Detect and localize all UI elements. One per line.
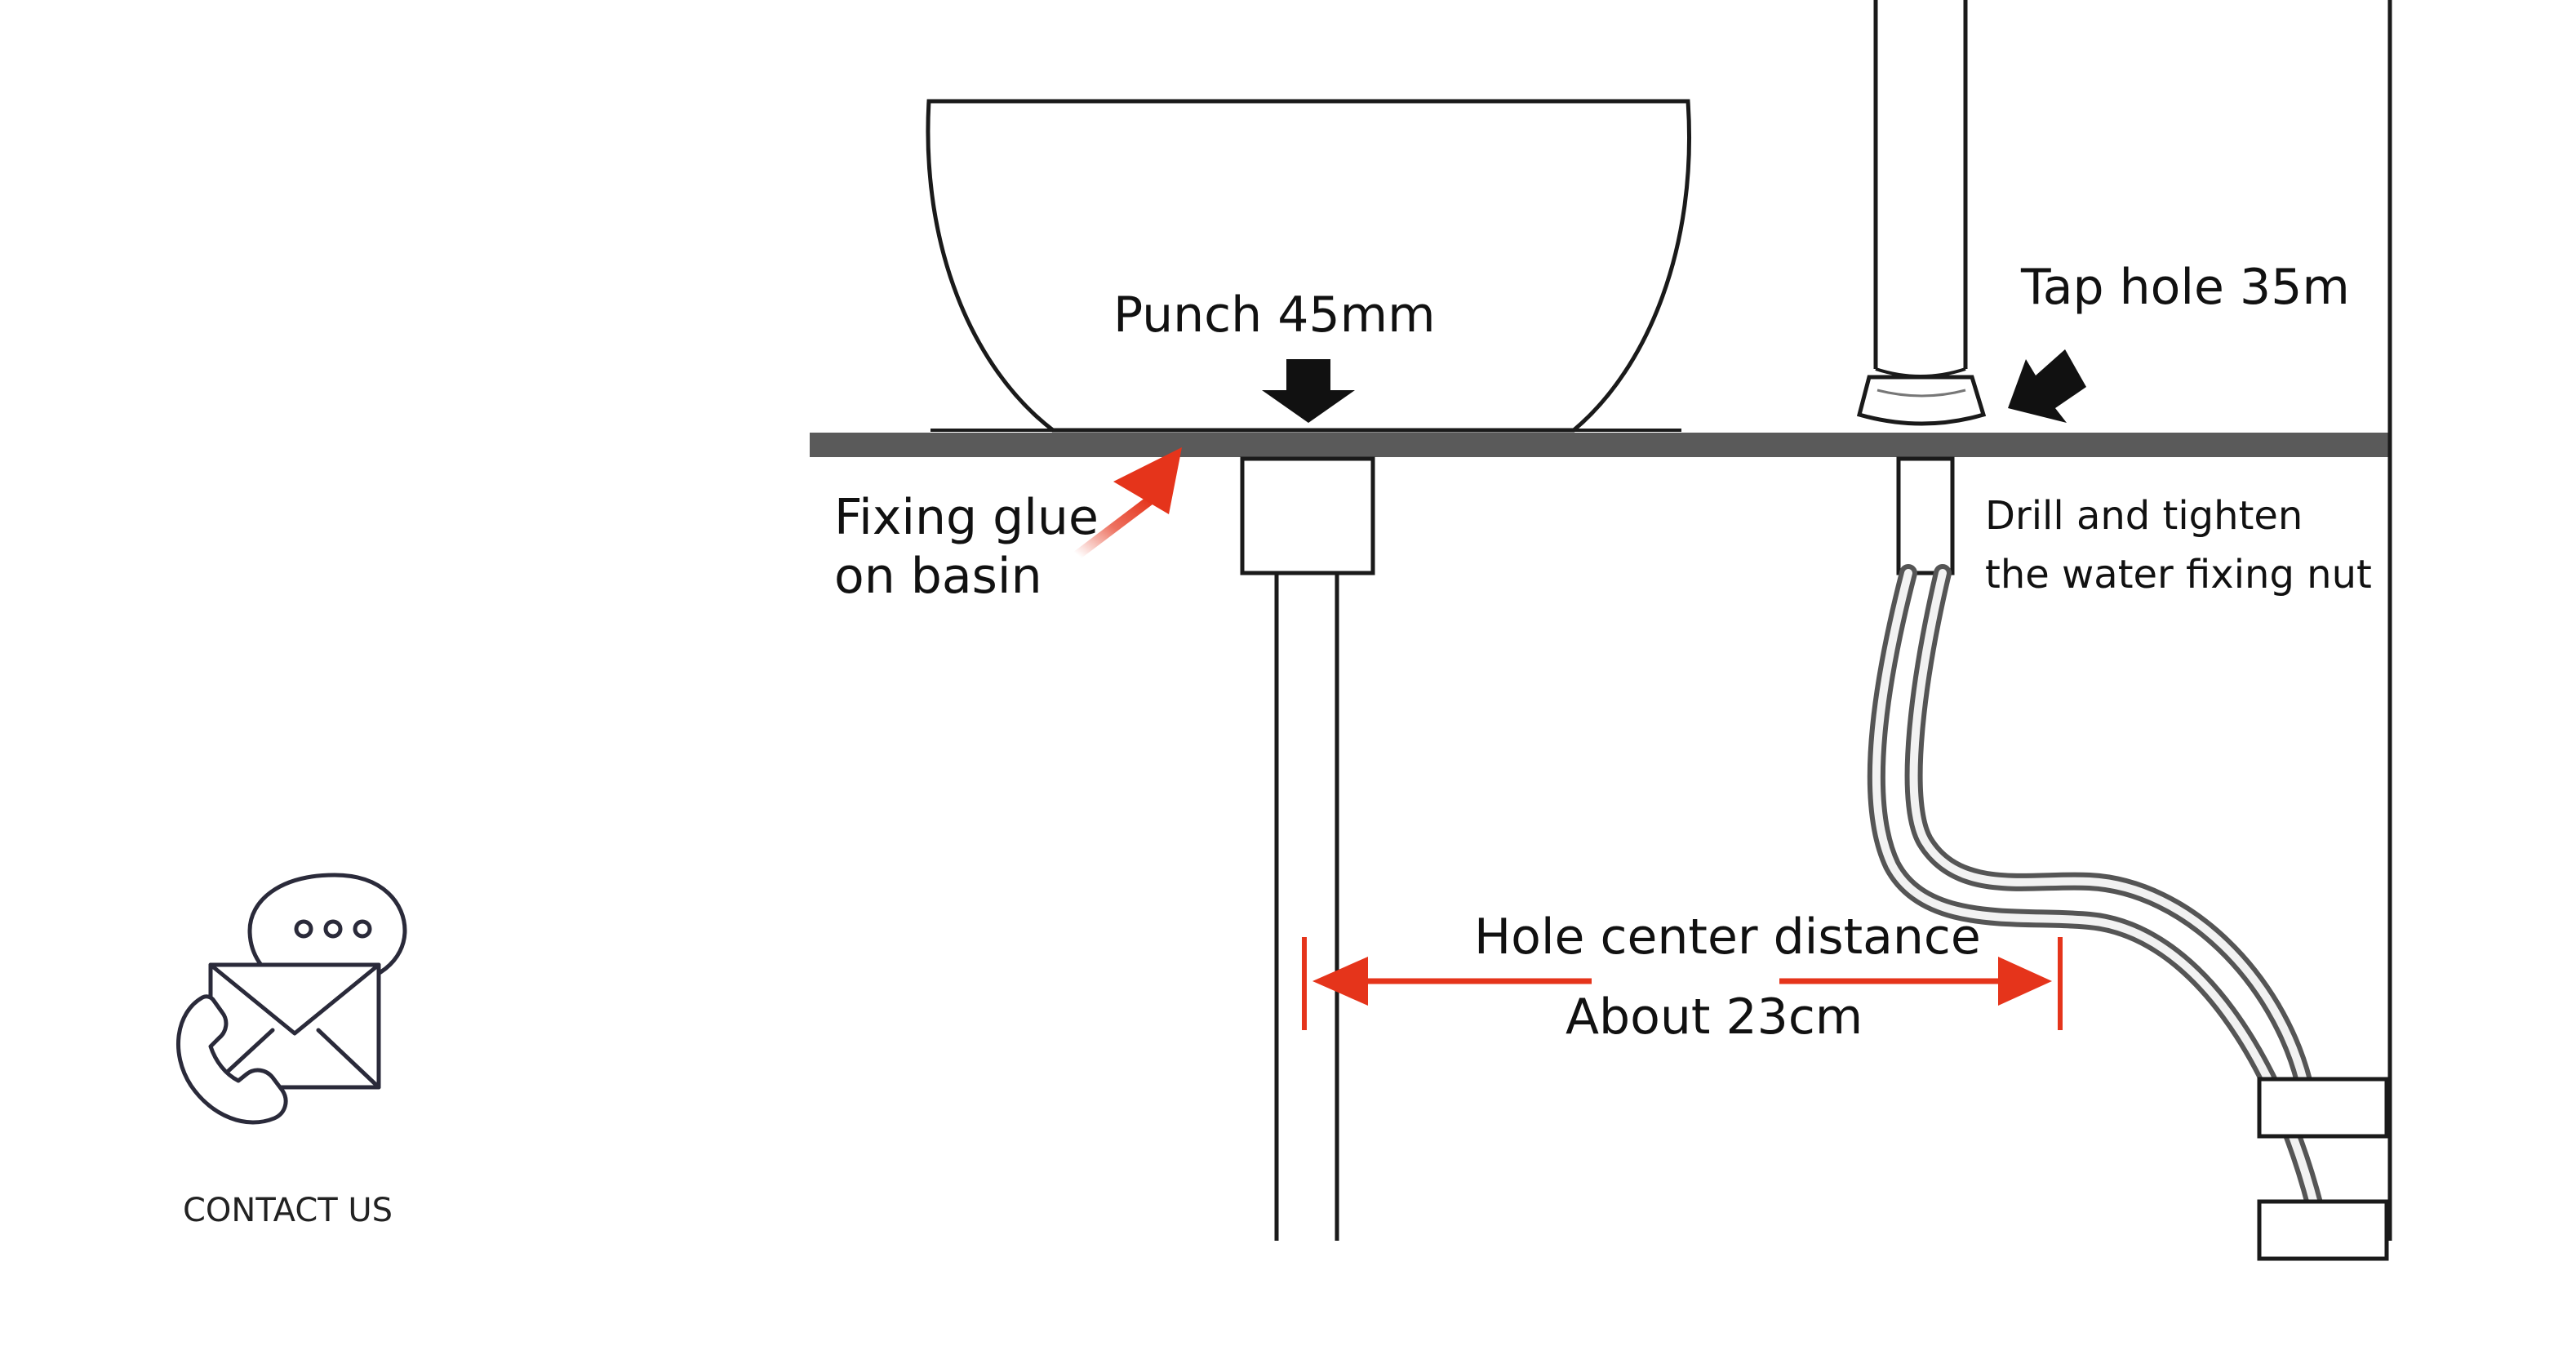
fixing-glue-arrow-icon <box>1073 447 1182 560</box>
drill-label-line1: Drill and tighten <box>1985 493 2303 539</box>
faucet <box>1856 0 1987 426</box>
drain-pipe <box>1240 456 1375 1241</box>
angle-valve-lower <box>2257 1199 2389 1261</box>
contact-us-icon[interactable] <box>175 873 407 1125</box>
hole-center-label-line1: Hole center distance <box>1474 909 1981 966</box>
angle-valve-upper <box>2257 1077 2389 1139</box>
drill-label-line2: the water fixing nut <box>1985 552 2372 598</box>
contact-us-label[interactable]: CONTACT US <box>183 1192 393 1229</box>
tap-hole-arrow-icon <box>2008 349 2086 423</box>
tap-hole-label: Tap hole 35m <box>2020 259 2350 316</box>
hole-center-label-line2: About 23cm <box>1566 988 1863 1046</box>
faucet-fixing-nut <box>1896 456 1955 575</box>
hole-center-dimension <box>1302 937 2063 1030</box>
water-hoses <box>1867 564 2324 1215</box>
fixing-glue-label-line2: on basin <box>834 548 1042 605</box>
countertop <box>810 433 2390 457</box>
punch-label: Punch 45mm <box>1113 287 1436 344</box>
punch-arrow-icon <box>1262 359 1355 423</box>
fixing-glue-label-line1: Fixing glue <box>834 489 1099 546</box>
